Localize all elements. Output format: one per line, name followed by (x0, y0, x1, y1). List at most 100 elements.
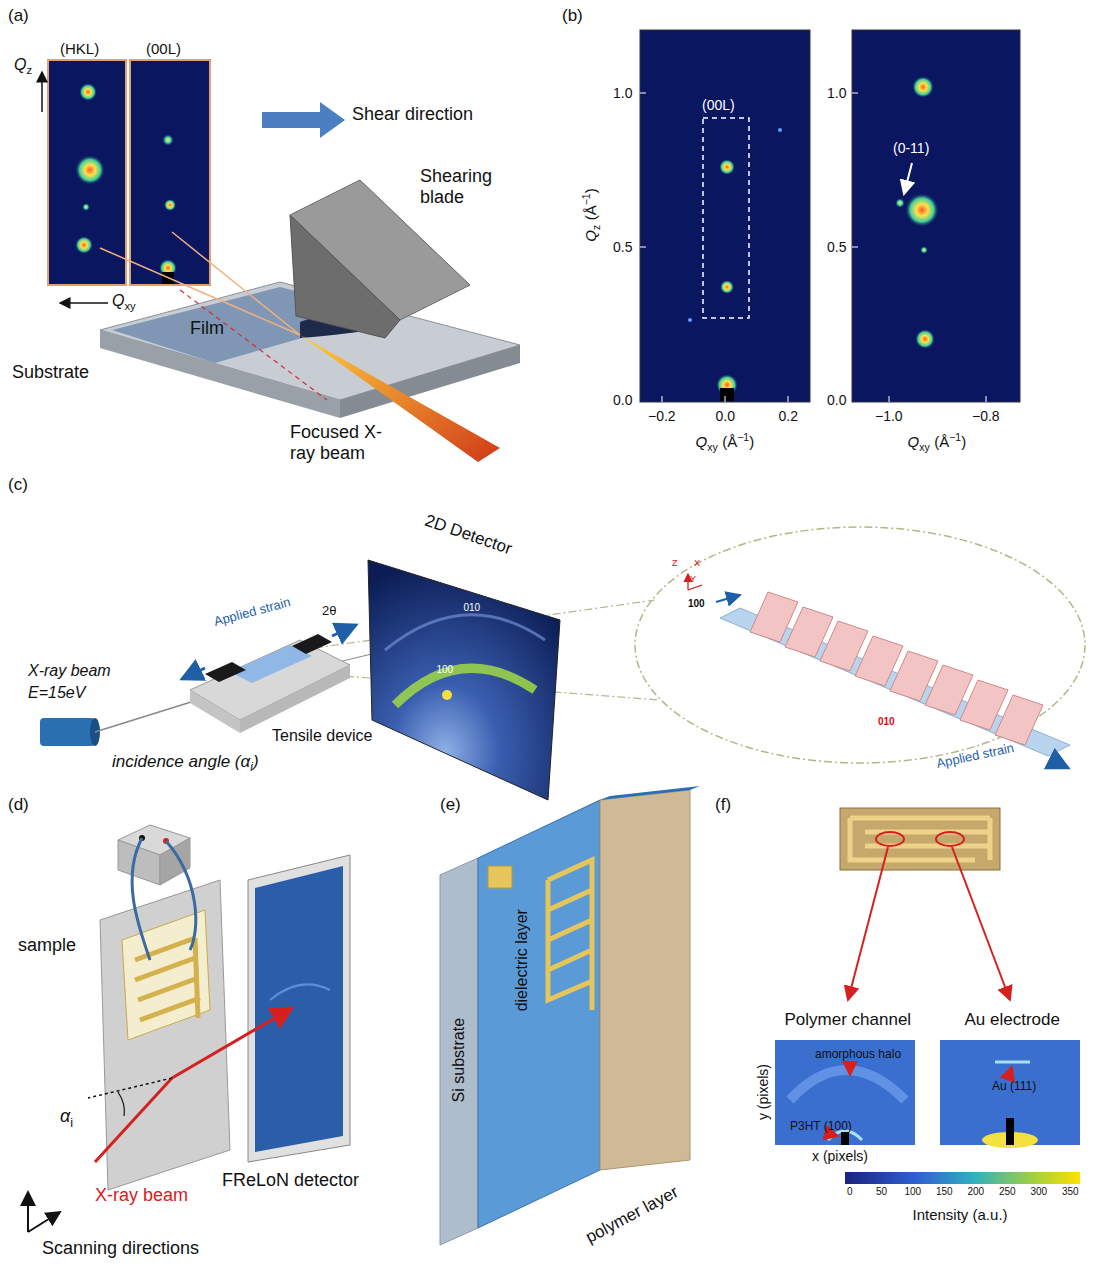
text-label: (0-11) (893, 140, 929, 156)
text-label: dielectric layer (513, 909, 531, 1011)
text-label: 1.0 (827, 85, 846, 101)
label-part: Q (696, 433, 708, 450)
panel-a-art (180, 290, 327, 400)
panel-c-art (995, 695, 1043, 745)
panel-c-art (190, 690, 240, 733)
panel-b-art (915, 329, 935, 349)
panel-a-art (82, 203, 90, 211)
panel-a-art (42, 60, 520, 462)
text-label: sample (18, 935, 76, 956)
text-label: 0.2 (779, 408, 798, 424)
panel-a-art (48, 60, 126, 285)
panel-b-art (640, 30, 810, 402)
text-label: E=15eV (28, 684, 85, 702)
panel-a-art (262, 102, 345, 138)
panel-d-art (100, 880, 230, 1190)
text-label: 0.0 (827, 392, 846, 408)
panel-f-art (1006, 1118, 1014, 1145)
text-label: 010 (878, 716, 895, 728)
panel-d-art (28, 1212, 60, 1232)
panel-a-art (41, 72, 43, 112)
text-label: Polymer channel (785, 1010, 912, 1030)
panel-c-art (635, 527, 1085, 763)
panel-c-art (332, 625, 356, 636)
text-label: Shearing blade (420, 166, 502, 207)
panel-b-art (640, 93, 646, 94)
panel-d-art (172, 1008, 292, 1078)
text-label: 0.0 (716, 408, 735, 424)
axis-label: Qz (14, 56, 32, 77)
text-label: 0.0 (613, 392, 632, 408)
text-label: (f) (715, 795, 731, 815)
panel-f-art (952, 847, 1010, 1000)
panel-f-art (849, 1064, 851, 1075)
panel-b-art (852, 93, 858, 94)
panel-c-art (750, 592, 1043, 745)
label-part: (Å (722, 433, 737, 450)
label-part: Q (581, 230, 598, 242)
panel-d-art (135, 938, 200, 1020)
panel-c-art (688, 585, 702, 590)
label-part: α (60, 1106, 70, 1126)
label-part: (Å (581, 205, 598, 220)
axis-label: Qxy(Å−1) (908, 431, 967, 453)
label-part: xy (707, 441, 718, 453)
panel-f-art (850, 818, 990, 860)
text-label: Intensity (a.u.) (913, 1206, 1008, 1223)
label-part: ) (961, 433, 966, 450)
label-part: ) (581, 188, 598, 193)
label-part: Q (908, 433, 920, 450)
panel-b-art (719, 159, 735, 175)
text-label: polymer layer (582, 1182, 681, 1247)
panel-c-art (182, 668, 205, 679)
panel-d-art (166, 841, 196, 950)
text-label: Au electrode (965, 1010, 1060, 1030)
panel-b-art (904, 163, 912, 194)
label-part: (Å (934, 433, 949, 450)
panel-b-art (852, 247, 858, 248)
panel-d-art (248, 855, 350, 1162)
panel-c-art (1052, 760, 1068, 768)
panel-c-art (40, 718, 95, 746)
text-label: (d) (8, 795, 29, 815)
axis-label: Qxy (112, 292, 136, 313)
text-label: −0.8 (972, 408, 1000, 424)
text-label: 010 (464, 602, 481, 614)
label-part: −1 (737, 431, 749, 443)
panel-c-art (205, 662, 246, 682)
panel-b-art (986, 396, 987, 402)
axis-label: αi (60, 1106, 73, 1130)
panel-c-art (687, 574, 688, 590)
text-label: Applied strain (212, 595, 292, 630)
panel-f-art (848, 847, 888, 1000)
text-label: 150 (936, 1186, 953, 1198)
panel-e-art (478, 800, 600, 1228)
text-label: Y (690, 574, 696, 584)
text-label: 1.0 (613, 85, 632, 101)
panel-e-art (440, 786, 700, 1245)
label-part: xy (919, 441, 930, 453)
panel-b-art (720, 280, 734, 294)
panel-d-art (118, 1092, 124, 1116)
panel-c-art (292, 634, 332, 654)
panel-b-art (852, 30, 1020, 402)
panel-b-art (920, 246, 928, 254)
text-label: 50 (876, 1186, 887, 1198)
text-label: Substrate (12, 362, 89, 383)
panel-a-art (130, 60, 210, 285)
panel-d-art (95, 1078, 172, 1162)
text-label: 2D Detector (422, 511, 514, 559)
panel-c-art (395, 668, 535, 705)
panel-f-art (845, 1172, 1080, 1184)
text-label: 100 (905, 1186, 922, 1198)
panel-b-art (662, 396, 663, 402)
panel-b-art (640, 30, 1020, 402)
panel-e-art (600, 786, 700, 800)
axis-label: Qz(Å−1) (579, 188, 601, 241)
panel-f-art (790, 1070, 905, 1100)
panel-e-art (600, 790, 690, 1170)
panel-b-art (640, 247, 646, 248)
panel-f-art (840, 808, 1000, 870)
panel-f-art (775, 1040, 915, 1145)
panel-e-art (440, 858, 478, 1245)
